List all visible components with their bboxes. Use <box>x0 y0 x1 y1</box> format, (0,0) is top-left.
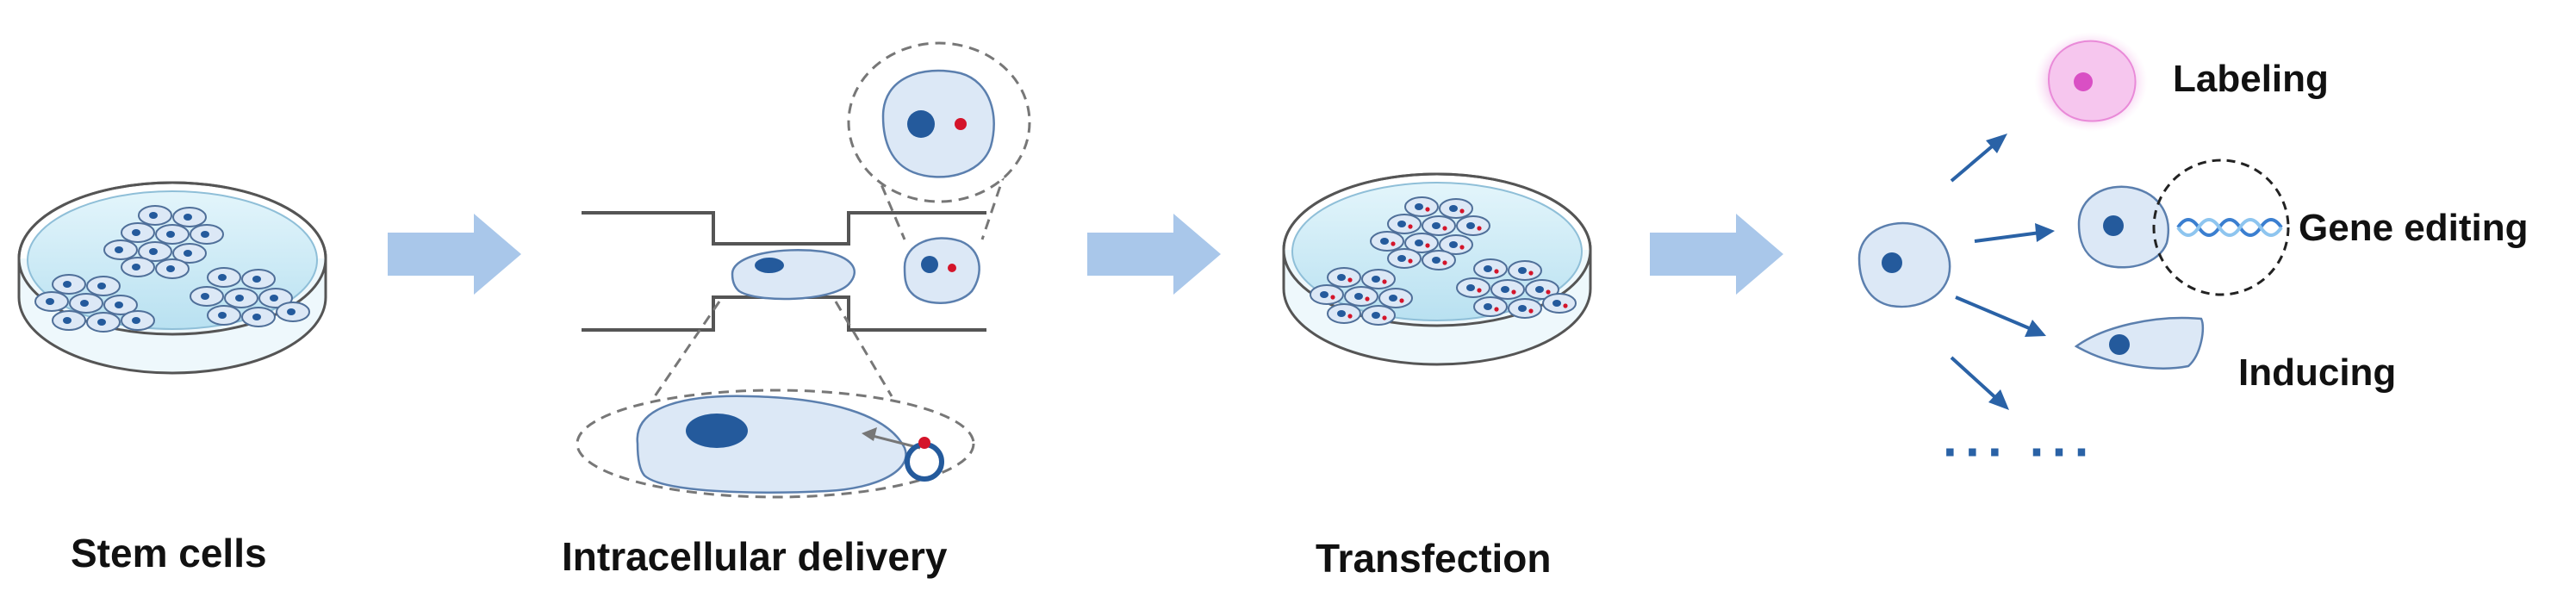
arrow-to-inducing <box>1955 295 2034 332</box>
source-cell <box>1857 221 1951 308</box>
process-arrow-1 <box>388 214 521 295</box>
process-arrow-2 <box>1087 214 1221 295</box>
nucleus-icon <box>755 258 784 273</box>
arrow-to-gene-editing <box>1974 231 2041 243</box>
zoom-bubble-bottom <box>576 301 975 499</box>
inducing-label: Inducing <box>2238 351 2396 394</box>
elongated-cell-icon <box>2074 316 2205 370</box>
petri-dish-stem-cells <box>17 181 327 375</box>
cargo-icon <box>918 437 930 449</box>
cell-after-squeeze <box>903 237 980 304</box>
arrow-to-labeling <box>1950 140 1999 183</box>
microfluidic-channel <box>582 211 986 332</box>
more-outcomes-ellipsis: ··· ··· <box>1943 423 2097 481</box>
outcome-labeling: Labeling <box>2034 32 2329 132</box>
nucleus-icon <box>686 414 748 448</box>
petri-dish-transfection <box>1282 172 1592 366</box>
squeezed-cell <box>731 249 856 301</box>
labeling-label: Labeling <box>2173 58 2329 100</box>
process-arrow-3 <box>1650 214 1783 295</box>
arrow-to-more <box>1950 356 2000 402</box>
outcome-inducing: Inducing <box>2074 316 2396 394</box>
outcome-gene-editing: Gene editing <box>2077 159 2528 296</box>
gene-editing-label: Gene editing <box>2299 207 2528 249</box>
stage-label-transfection: Transfection <box>1316 536 1552 581</box>
stage-label-stem-cells: Stem cells <box>71 531 267 575</box>
zoom-circle <box>2152 159 2290 296</box>
dna-helix-icon <box>2176 218 2283 237</box>
outcome-arrows <box>1950 134 2055 410</box>
delivery-arrow-icon <box>865 432 921 450</box>
zoom-bubble-top <box>847 41 1031 240</box>
stage-label-intracellular-delivery: Intracellular delivery <box>562 534 948 579</box>
